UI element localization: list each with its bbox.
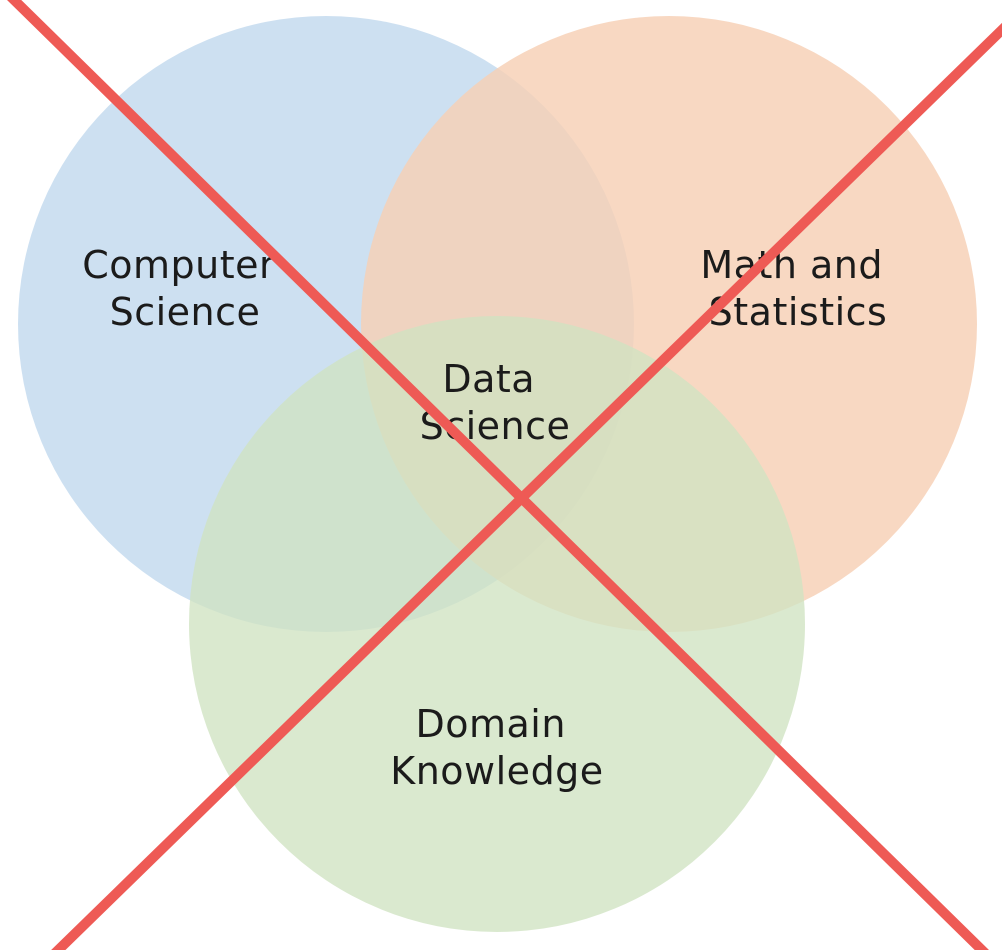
domain-knowledge-label: Domain Knowledge (390, 702, 603, 793)
labels-group: Computer Science Math and Statistics Dat… (82, 243, 895, 793)
cross-out-mark (7, 0, 1002, 950)
computer-science-label-line-2: Science (110, 290, 261, 334)
math-and-statistics-label-line-1: Math and (700, 243, 883, 287)
math-and-statistics-label: Math and Statistics (700, 243, 895, 334)
domain-knowledge-label-line-1: Domain (415, 702, 565, 746)
cross-out-line-top-left-to-bottom-right (7, 0, 989, 950)
circles-group (18, 16, 977, 932)
data-science-label-line-1: Data (442, 357, 535, 401)
domain-knowledge-label-line-2: Knowledge (390, 749, 603, 793)
math-and-statistics-label-line-2: Statistics (709, 290, 888, 334)
domain-knowledge-circle (189, 316, 805, 932)
cross-out-line-top-right-to-bottom-left (51, 22, 1002, 950)
computer-science-label-line-1: Computer (82, 243, 275, 287)
computer-science-label: Computer Science (82, 243, 288, 334)
